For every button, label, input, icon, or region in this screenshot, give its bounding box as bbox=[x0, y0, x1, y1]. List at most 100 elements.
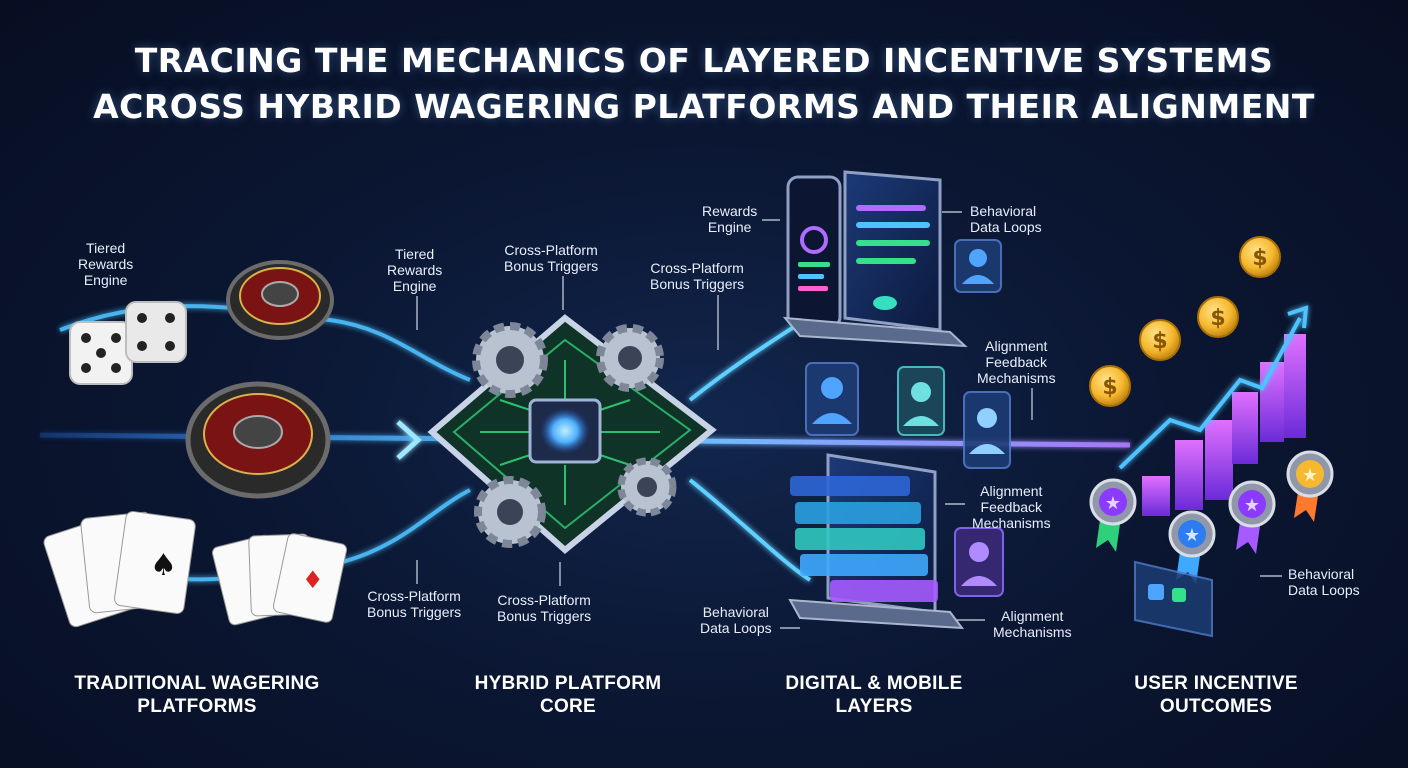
flow-line-core-down bbox=[688, 478, 812, 582]
svg-text:★: ★ bbox=[1302, 465, 1318, 486]
leader-lines bbox=[416, 211, 1282, 629]
label-line: Rewards bbox=[702, 203, 758, 219]
dollar-coin-icon: $ bbox=[1089, 365, 1131, 407]
svg-text:★: ★ bbox=[1105, 493, 1121, 514]
label-alignment-feedback-lower: Alignment Feedback Mechanisms bbox=[972, 483, 1051, 531]
star-medal-icon: ★ bbox=[1286, 450, 1334, 522]
gear-icon bbox=[472, 322, 548, 398]
label-cross-platform-top-right: Cross-Platform Bonus Triggers bbox=[650, 260, 744, 292]
user-profile-icon bbox=[954, 527, 1004, 597]
gear-icon bbox=[474, 476, 546, 548]
section-line: CORE bbox=[539, 696, 597, 717]
section-line: DIGITAL & MOBILE bbox=[785, 673, 963, 694]
label-line: Feedback bbox=[980, 499, 1043, 515]
label-line: Rewards bbox=[78, 256, 134, 272]
svg-text:♠: ♠ bbox=[150, 548, 177, 583]
gear-icon bbox=[617, 457, 677, 517]
smartphone-icon bbox=[786, 175, 842, 329]
label-alignment-feedback-upper: Alignment Feedback Mechanisms bbox=[977, 338, 1056, 386]
section-digital: DIGITAL & MOBILE LAYERS bbox=[752, 672, 996, 718]
label-line: Cross-Platform bbox=[650, 260, 744, 276]
user-profile-icon bbox=[963, 391, 1011, 469]
label-line: Tiered bbox=[395, 246, 435, 262]
label-line: Cross-Platform bbox=[504, 242, 598, 258]
label-line: Bonus Triggers bbox=[497, 608, 592, 624]
section-line: TRADITIONAL WAGERING bbox=[74, 673, 320, 694]
label-line: Data Loops bbox=[1288, 582, 1360, 598]
label-line: Engine bbox=[392, 278, 437, 294]
label-behavioral-right: Behavioral Data Loops bbox=[1288, 566, 1360, 598]
svg-text:$: $ bbox=[1210, 306, 1225, 331]
svg-text:$: $ bbox=[1102, 375, 1117, 400]
tablet-icon bbox=[788, 453, 965, 630]
section-line: LAYERS bbox=[835, 696, 913, 717]
playing-cards-icon: ♦ bbox=[211, 533, 348, 626]
svg-text:$: $ bbox=[1152, 329, 1167, 354]
label-line: Behavioral bbox=[1288, 566, 1355, 582]
page-title: TRACING THE MECHANICS OF LAYERED INCENTI… bbox=[0, 38, 1408, 130]
label-cross-platform-bottom-center: Cross-Platform Bonus Triggers bbox=[497, 592, 591, 624]
label-line: Engine bbox=[83, 272, 128, 288]
label-line: Tiered bbox=[86, 240, 126, 256]
label-line: Alignment bbox=[985, 338, 1048, 354]
svg-text:$: $ bbox=[1252, 246, 1267, 271]
flow-arrow bbox=[396, 420, 422, 460]
section-traditional: TRADITIONAL WAGERING PLATFORMS bbox=[50, 672, 344, 718]
processor-chip-icon bbox=[528, 398, 602, 464]
label-line: Cross-Platform bbox=[367, 588, 461, 604]
label-behavioral-top: Behavioral Data Loops bbox=[970, 203, 1042, 235]
growth-chart bbox=[1142, 334, 1306, 516]
label-line: Alignment bbox=[1001, 608, 1064, 624]
label-line: Data Loops bbox=[970, 219, 1042, 235]
label-line: Mechanisms bbox=[977, 370, 1056, 386]
section-line: USER INCENTIVE bbox=[1134, 673, 1298, 694]
label-line: Behavioral bbox=[702, 604, 769, 620]
dollar-coin-icon: $ bbox=[1139, 319, 1181, 361]
svg-text:♦: ♦ bbox=[302, 566, 324, 594]
tablet-icon bbox=[782, 170, 968, 348]
label-line: Bonus Triggers bbox=[504, 258, 599, 274]
label-behavioral-bottom: Behavioral Data Loops bbox=[700, 604, 772, 636]
label-line: Cross-Platform bbox=[497, 592, 591, 608]
section-hybrid: HYBRID PLATFORM CORE bbox=[445, 672, 691, 718]
section-outcomes: USER INCENTIVE OUTCOMES bbox=[1098, 672, 1334, 718]
label-tiered-rewards-left: Tiered Rewards Engine bbox=[78, 240, 133, 288]
playing-cards-icon: ♠ bbox=[43, 510, 196, 628]
gear-icon bbox=[596, 324, 664, 392]
title-line-1: TRACING THE MECHANICS OF LAYERED INCENTI… bbox=[134, 41, 1274, 80]
label-line: Mechanisms bbox=[993, 624, 1072, 640]
roulette-wheel-icon bbox=[185, 381, 331, 499]
label-line: Engine bbox=[707, 219, 752, 235]
dashboard-panel bbox=[1134, 560, 1213, 638]
section-line: PLATFORMS bbox=[137, 696, 257, 717]
label-cross-platform-top-center: Cross-Platform Bonus Triggers bbox=[504, 242, 598, 274]
label-rewards-engine-top: Rewards Engine bbox=[702, 203, 757, 235]
star-medal-icon: ★ bbox=[1228, 480, 1276, 554]
circuit-traces bbox=[480, 360, 660, 505]
section-line: OUTCOMES bbox=[1159, 696, 1273, 717]
label-line: Bonus Triggers bbox=[367, 604, 462, 620]
svg-text:★: ★ bbox=[1184, 525, 1200, 546]
user-profile-icon bbox=[897, 366, 945, 436]
label-line: Data Loops bbox=[700, 620, 772, 636]
dice-icon bbox=[69, 301, 187, 385]
star-medal-icon: ★ bbox=[1089, 478, 1137, 552]
label-line: Alignment bbox=[980, 483, 1043, 499]
dollar-coin-icon: $ bbox=[1197, 296, 1239, 338]
section-line: HYBRID PLATFORM bbox=[474, 673, 662, 694]
roulette-wheel-icon bbox=[226, 260, 334, 340]
hybrid-core bbox=[427, 314, 717, 554]
growth-arrow-icon bbox=[1118, 305, 1309, 470]
label-alignment-mechanisms: Alignment Mechanisms bbox=[993, 608, 1072, 640]
label-cross-platform-bottom-left: Cross-Platform Bonus Triggers bbox=[367, 588, 461, 620]
label-line: Mechanisms bbox=[972, 515, 1051, 531]
label-line: Behavioral bbox=[970, 203, 1037, 219]
label-line: Rewards bbox=[387, 262, 443, 278]
label-tiered-rewards-mid: Tiered Rewards Engine bbox=[387, 246, 442, 294]
svg-text:★: ★ bbox=[1244, 495, 1260, 516]
title-line-2: ACROSS HYBRID WAGERING PLATFORMS AND THE… bbox=[93, 87, 1315, 126]
label-line: Bonus Triggers bbox=[650, 276, 745, 292]
dollar-coin-icon: $ bbox=[1239, 236, 1281, 278]
user-profile-icon bbox=[805, 362, 859, 436]
